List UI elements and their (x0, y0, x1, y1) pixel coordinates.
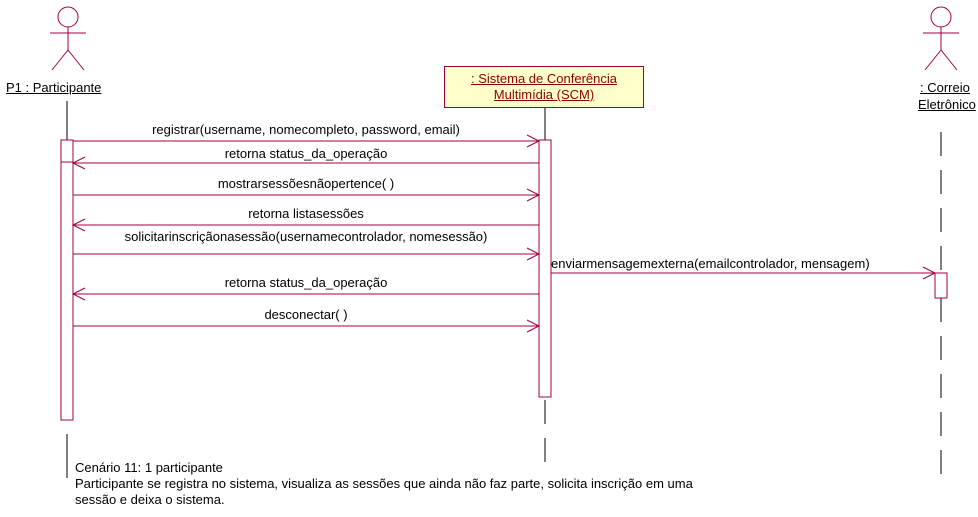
participant-activation (60, 139, 74, 421)
note-title: Cenário 11: 1 participante (75, 460, 223, 475)
participant-actor-icon (50, 6, 86, 71)
mail-label-line1: : Correio (920, 80, 970, 95)
msg-label-3: mostrarsessõesnãopertence( ) (217, 176, 395, 191)
system-label-line2: Multimídia (SCM) (493, 87, 595, 102)
note-line-2: sessão e deixa o sistema. (75, 492, 225, 507)
participant-label: P1 : Participante (6, 80, 102, 95)
msg-label-5: solicitarinscriçãonasessão(usernamecontr… (124, 229, 488, 244)
msg-label-1: registrar(username, nomecompleto, passwo… (152, 122, 460, 137)
msg-label-7: retorna status_da_operação (224, 275, 388, 290)
mail-actor-icon (923, 6, 959, 71)
msg-label-4: retorna listasessões (248, 206, 364, 221)
system-label-line1: : Sistema de Conferência (471, 71, 617, 86)
mail-label-line2: Eletrônico (918, 97, 976, 112)
msg-label-2: retorna status_da_operação (224, 146, 388, 161)
scenario-note: Cenário 11: 1 participante Participante … (75, 460, 693, 508)
note-line-1: Participante se registra no sistema, vis… (75, 476, 693, 491)
system-object-box: : Sistema de Conferência Multimídia (SCM… (444, 66, 644, 108)
msg-label-8: desconectar( ) (264, 307, 348, 322)
msg-label-6: enviarmensagemexterna(emailcontrolador, … (551, 256, 870, 271)
system-activation (538, 139, 552, 398)
mail-activation (934, 272, 948, 299)
